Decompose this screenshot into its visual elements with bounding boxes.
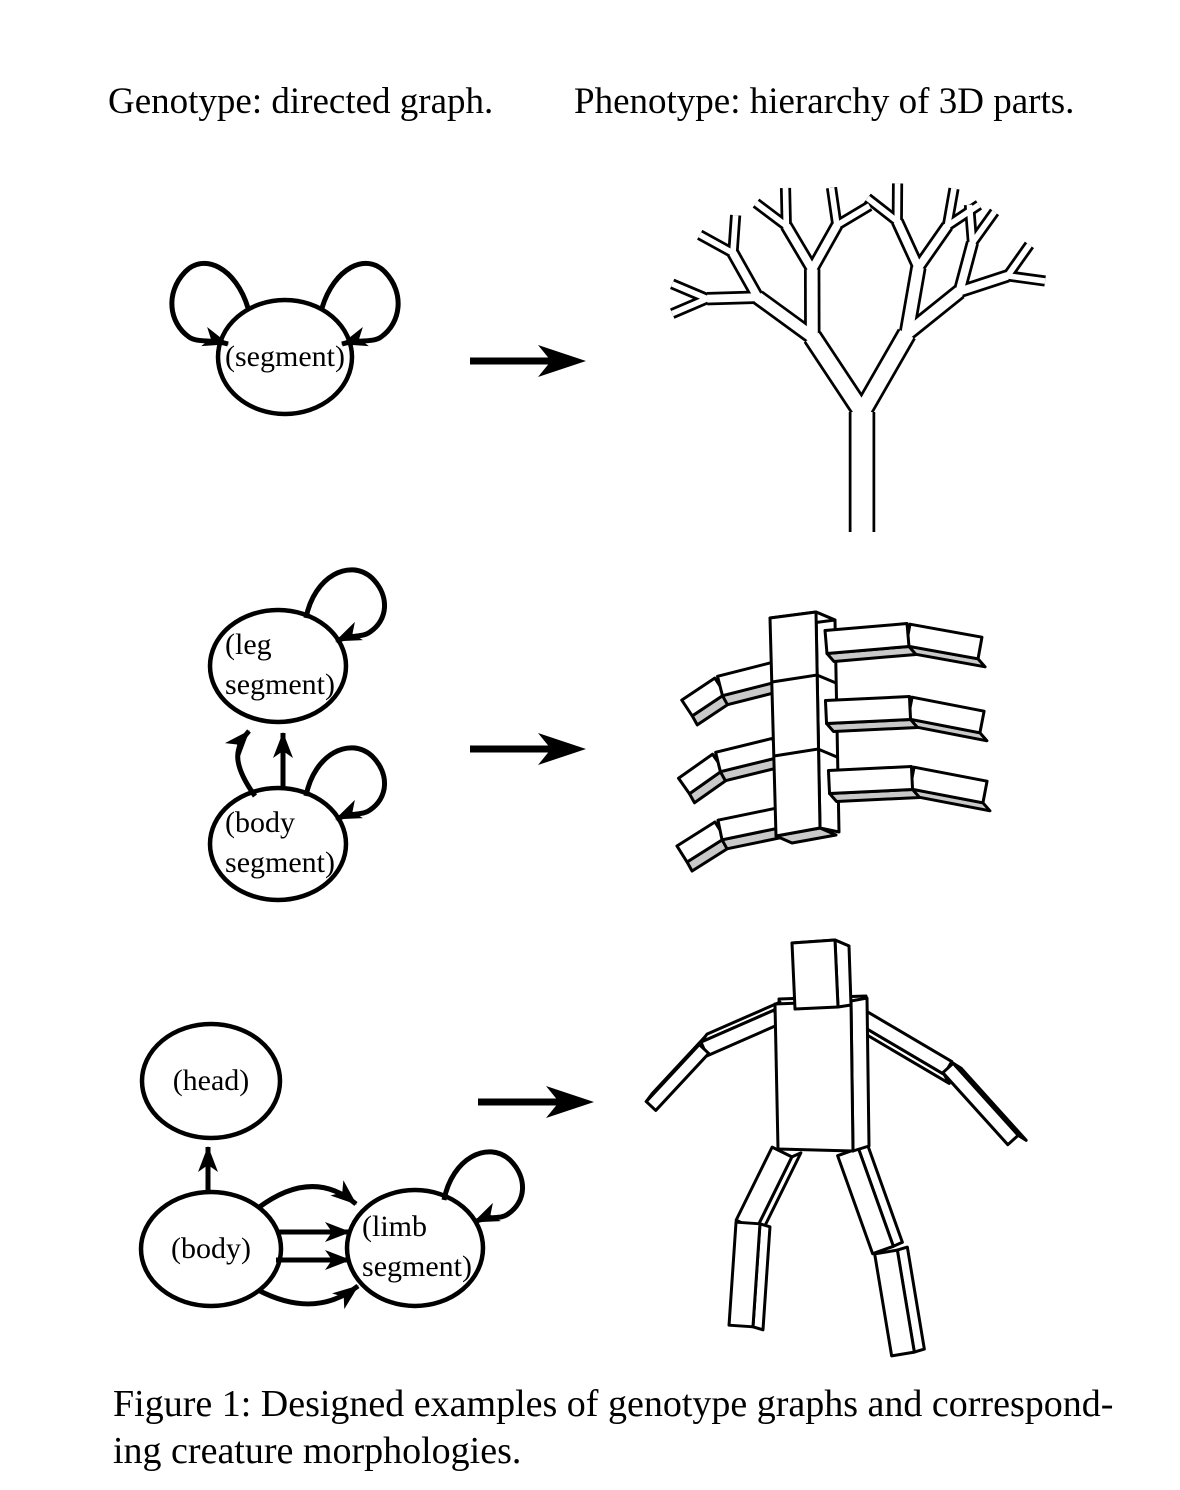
tree-branch-fill [955, 241, 977, 293]
tree-branch-fill [903, 287, 963, 339]
phenotype-heading: Phenotype: hierarchy of 3D parts. [574, 81, 1075, 122]
limb-segment-self-loop [441, 1149, 525, 1225]
tree-branch-fill [970, 210, 997, 245]
leg-segment-node-ellipse [207, 607, 349, 725]
box-front-face [644, 1043, 711, 1112]
body-to-leg-edge-curved [224, 729, 258, 798]
arrow-head [538, 345, 586, 377]
box-front-face [941, 1061, 1020, 1147]
tree-branch-fill [707, 293, 758, 303]
tree-branch-fill [808, 223, 841, 272]
tree-branch-fill [782, 187, 790, 226]
tree-branch-fill [671, 296, 709, 317]
tree-branch-fill [945, 202, 981, 229]
tree-branch-fill [730, 214, 739, 254]
tree-branch-fill [698, 232, 735, 256]
segment-self-loop-right [319, 260, 401, 347]
tree-branch-fill [671, 281, 709, 302]
leg-segment-self-loop [303, 567, 387, 644]
maps-to-arrow-row1 [470, 345, 586, 377]
tree-branch-fill [835, 203, 871, 228]
node-label-head: (head) [172, 1064, 250, 1097]
segment-genotype-graph [169, 260, 401, 417]
column-joint-line [773, 747, 838, 759]
head-front-face [790, 938, 840, 1011]
tree-branch-fill [865, 195, 900, 224]
box-front-face [826, 765, 915, 795]
body-segment-node-ellipse [207, 785, 349, 903]
tree-branch-fill [893, 219, 922, 270]
arrow-head [538, 733, 586, 765]
box-front-face [873, 1248, 916, 1358]
caption-line-2: ing creature morphologies. [113, 1430, 522, 1472]
limb-segment-node-ellipse [344, 1187, 486, 1309]
body-to-limb-edge-top-curved [256, 1180, 358, 1211]
box-front-face [727, 1220, 762, 1329]
leg-body-genotype-graph [207, 567, 387, 903]
tree-branch-fill [828, 187, 840, 226]
column-front-face [768, 610, 822, 838]
caption-line-1: Figure 1: Designed examples of genotype … [113, 1383, 1114, 1425]
tree-branch-fill [855, 330, 914, 416]
tree-branch-fill [782, 223, 816, 272]
column-joint-line [771, 673, 837, 685]
node-label-segment: (segment) [225, 340, 345, 373]
tree-branch-fill [729, 251, 762, 300]
node-label-body-segment: (body segment) [225, 806, 335, 879]
tree-branch-fill [754, 200, 789, 229]
arrow-head [546, 1086, 594, 1118]
maps-to-arrow-row2 [470, 733, 586, 765]
maps-to-arrow-row3 [478, 1086, 594, 1118]
tree-branch-fill [901, 266, 924, 335]
node-label-limb-segment: (limb segment) [362, 1210, 472, 1283]
tree-branch-fill [944, 188, 957, 227]
head-node-ellipse [139, 1021, 283, 1141]
genotype-heading: Genotype: directed graph. [108, 81, 494, 122]
body-node-ellipse [138, 1189, 284, 1309]
worm-phenotype-illustration [675, 610, 992, 873]
node-label-body: (body) [171, 1232, 251, 1265]
tree-branch-fill [915, 223, 951, 270]
tree-branch-fill [1005, 243, 1032, 278]
humanoid-phenotype-illustration [644, 938, 1028, 1358]
node-label-leg-segment: (leg segment) [225, 628, 335, 701]
segment-self-loop-left [169, 260, 251, 347]
torso-front-face [773, 999, 855, 1153]
tree-branch-fill [754, 292, 816, 342]
tree-branch-fill [958, 272, 1009, 296]
tree-branch-fill [1007, 273, 1046, 284]
body-to-limb-edge-bottom-curved [256, 1284, 360, 1310]
tree-phenotype-illustration [670, 183, 1046, 532]
box-front-face [823, 695, 913, 725]
tree-branch-fill [806, 332, 869, 417]
segment-node-ellipse [215, 297, 355, 417]
figure-caption: Figure 1: Designed examples of genotype … [113, 1381, 1113, 1475]
head-body-limb-genotype-graph [138, 1021, 525, 1310]
tree-branch-fill [966, 204, 976, 243]
body-segment-self-loop [303, 745, 387, 822]
box-front-face [823, 622, 911, 655]
